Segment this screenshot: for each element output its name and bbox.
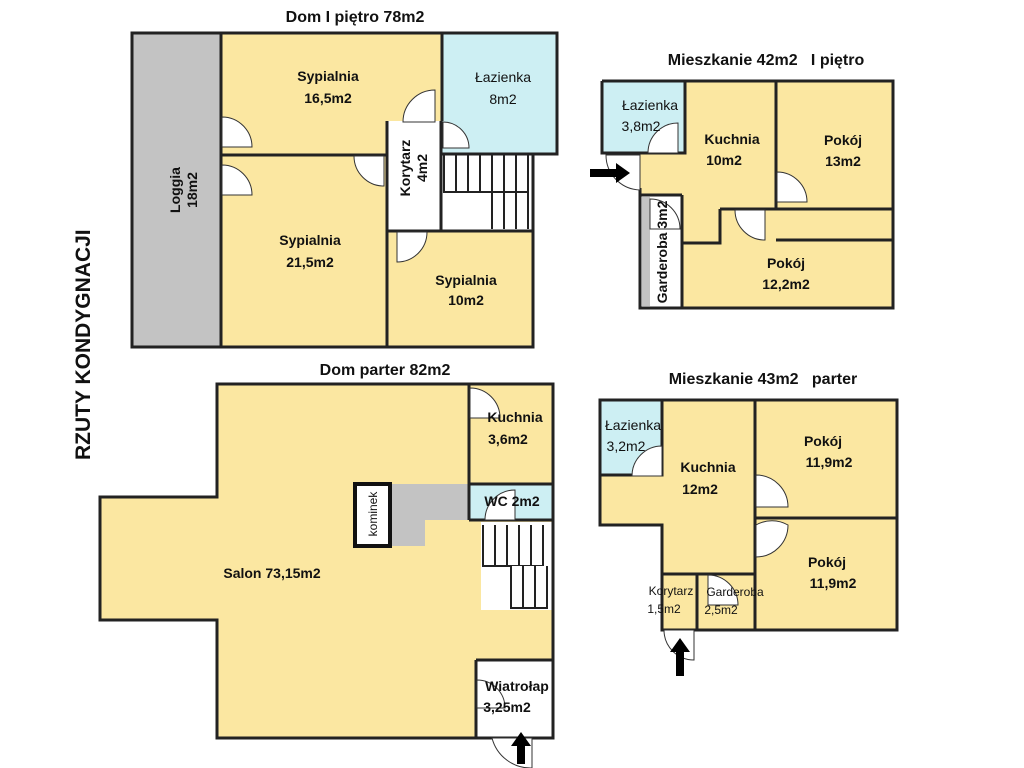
door-icon <box>755 520 789 558</box>
stairs-icon <box>482 525 548 609</box>
door-icon <box>469 387 501 419</box>
room-label: Sypialnia <box>279 232 341 248</box>
room-korytarz <box>662 574 697 630</box>
room-label: Pokój <box>767 255 805 271</box>
fireplace-icon <box>353 482 392 548</box>
room-area: 12,2m2 <box>762 276 810 292</box>
room-area: 4m2 <box>414 154 430 182</box>
room-area: 3,2m2 <box>607 438 646 454</box>
room-label: Garderoba 3m2 <box>654 200 670 303</box>
room-area: 3,6m2 <box>488 431 528 447</box>
door-icon <box>402 89 436 123</box>
room-label: Sypialnia <box>297 68 359 84</box>
room-label: Korytarz <box>397 140 413 197</box>
room-label: WC 2m2 <box>484 493 539 509</box>
room-area: 13m2 <box>825 153 861 169</box>
room-area: 21,5m2 <box>286 254 334 270</box>
room-label: Salon 73,15m2 <box>223 565 320 581</box>
plan-title: Dom parter 82m2 <box>320 362 451 379</box>
room-area: 18m2 <box>184 172 200 208</box>
room-label: Kuchnia <box>487 409 542 425</box>
room-area: 10m2 <box>706 152 742 168</box>
door-icon <box>221 164 253 196</box>
room-area: 3,25m2 <box>483 699 531 715</box>
door-icon <box>442 121 470 149</box>
door-icon <box>396 231 428 263</box>
room-area: 2,5m2 <box>704 603 738 617</box>
door-icon <box>776 171 808 203</box>
room-label: Kuchnia <box>680 459 735 475</box>
room-area: 11,9m2 <box>806 454 853 470</box>
door-icon <box>734 209 766 241</box>
room-label: Pokój <box>808 554 846 570</box>
door-icon <box>647 122 679 154</box>
room-salon <box>100 384 553 738</box>
room-label: Kuchnia <box>704 131 759 147</box>
room-label: Loggia <box>167 167 183 213</box>
entrance-arrow-icon <box>590 163 630 183</box>
plan-title: Mieszkanie 43m2 parter <box>669 371 858 388</box>
stairs-icon <box>443 154 529 229</box>
room-label: Łazienka <box>622 97 678 113</box>
room-area: 8m2 <box>489 91 516 107</box>
room-korytarz <box>387 121 441 231</box>
door-icon <box>221 116 253 148</box>
plan-title: Mieszkanie 42m2 I piętro <box>668 52 865 69</box>
room-garderoba-inner <box>642 197 650 306</box>
door-icon <box>707 574 739 606</box>
room-area: 16,5m2 <box>304 90 352 106</box>
room-area: 3,8m2 <box>622 118 661 134</box>
door-icon <box>476 679 506 709</box>
door-icon <box>649 198 681 230</box>
door-icon <box>353 155 385 187</box>
plan-mieszkanie-43: Mieszkanie 43m2 parter Łazienka 3,2m2 Ku… <box>598 371 899 676</box>
room-label: Łazienka <box>475 69 531 85</box>
entrance-arrow-icon <box>511 732 531 764</box>
door-icon <box>631 445 663 477</box>
room-label: Sypialnia <box>435 272 497 288</box>
side-title: RZUTY KONDYGNACJI <box>72 229 95 460</box>
room-label: Łazienka <box>605 417 661 433</box>
door-icon <box>484 489 516 521</box>
door-icon <box>755 474 789 508</box>
room-label: Garderoba <box>706 585 764 599</box>
plan-title: Dom I piętro 78m2 <box>286 9 425 26</box>
room-pokoj-2 <box>682 209 893 308</box>
room-label: Korytarz <box>649 584 694 598</box>
fireplace-label: kominek <box>366 491 380 537</box>
room-area: 11,9m2 <box>810 575 857 591</box>
entrance-arrow-icon <box>670 638 690 676</box>
room-area: 10m2 <box>448 292 484 308</box>
room-label: Pokój <box>804 433 842 449</box>
plan-dom-pietro: Dom I piętro 78m2 Loggia 18m2 Sypialnia … <box>130 9 559 349</box>
room-loggia <box>132 33 221 347</box>
room-label: Pokój <box>824 132 862 148</box>
room-area: 12m2 <box>682 481 718 497</box>
room-label: Wiatrołap <box>485 678 549 694</box>
plan-dom-parter: Dom parter 82m2 kominek Salon 73,15m2 Ku… <box>98 362 555 768</box>
room-area: 1,5m2 <box>647 602 681 616</box>
plan-mieszkanie-42: Mieszkanie 42m2 I piętro Łazienka 3,8m2 … <box>590 52 895 310</box>
